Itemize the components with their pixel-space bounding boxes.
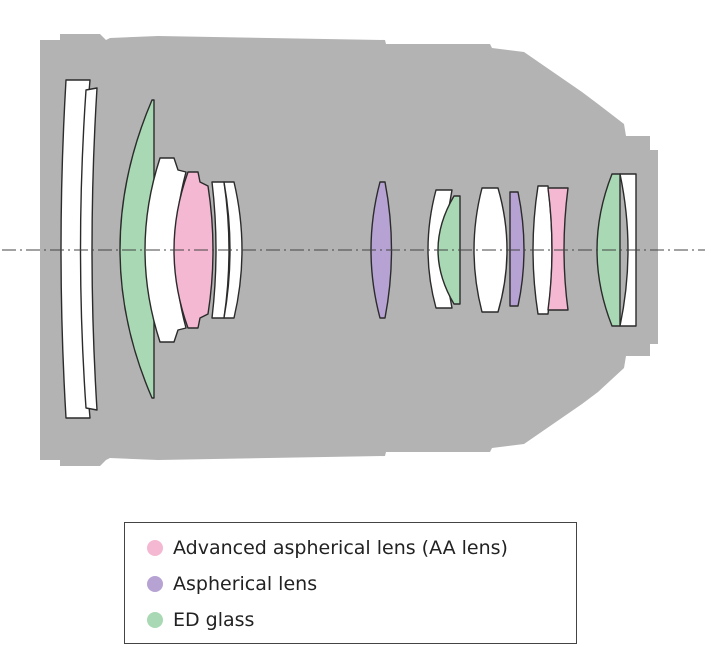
green-circle-icon	[147, 612, 163, 628]
lens-element-7	[223, 181, 243, 319]
legend-label: Advanced aspherical lens (AA lens)	[173, 537, 508, 559]
legend-label: ED glass	[173, 609, 255, 631]
lens-element-2	[79, 87, 98, 411]
lens-element-10-ed-glass	[437, 195, 461, 305]
legend-item-ed-glass: ED glass	[147, 606, 254, 634]
legend-box: Advanced aspherical lens (AA lens) Asphe…	[124, 522, 577, 644]
legend-item-aa-lens: Advanced aspherical lens (AA lens)	[147, 534, 508, 562]
lens-element-12-aspherical	[509, 191, 525, 307]
legend-label: Aspherical lens	[173, 573, 318, 595]
lens-cross-section-diagram	[2, 34, 705, 466]
pink-circle-icon	[147, 540, 163, 556]
legend-item-aspherical-lens: Aspherical lens	[147, 570, 317, 598]
lens-element-3-ed-glass	[119, 99, 155, 399]
lens-element-5-aa-lens	[173, 171, 214, 329]
purple-circle-icon	[147, 576, 163, 592]
lens-element-14-aa-lens	[547, 187, 569, 311]
